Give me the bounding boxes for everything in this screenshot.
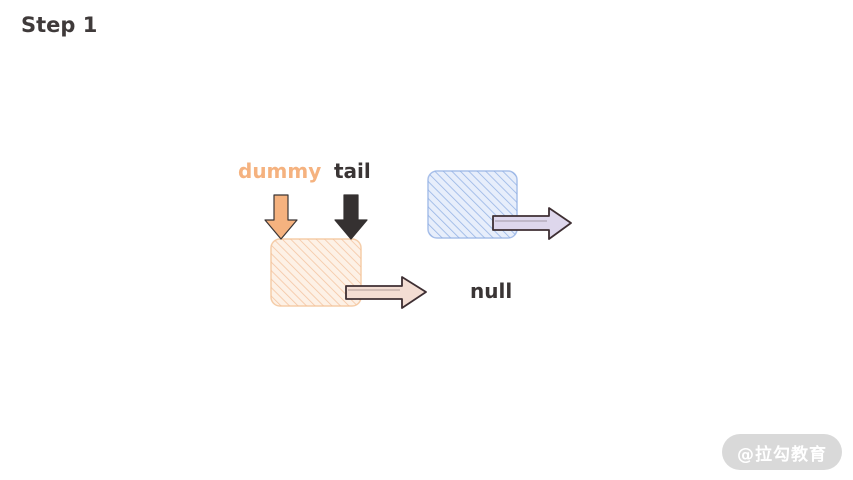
dummy-pointer-label: dummy bbox=[238, 159, 322, 183]
dummy-node bbox=[270, 238, 362, 307]
null-label: null bbox=[470, 279, 513, 303]
dummy-next-arrow bbox=[345, 276, 427, 309]
new-node-next-arrow bbox=[492, 207, 572, 240]
tail-pointer-label: tail bbox=[334, 159, 371, 183]
tail-arrow bbox=[334, 194, 368, 240]
dummy-arrow bbox=[264, 194, 298, 240]
watermark: @拉勾教育 bbox=[722, 434, 842, 470]
step-title: Step 1 bbox=[21, 13, 98, 37]
